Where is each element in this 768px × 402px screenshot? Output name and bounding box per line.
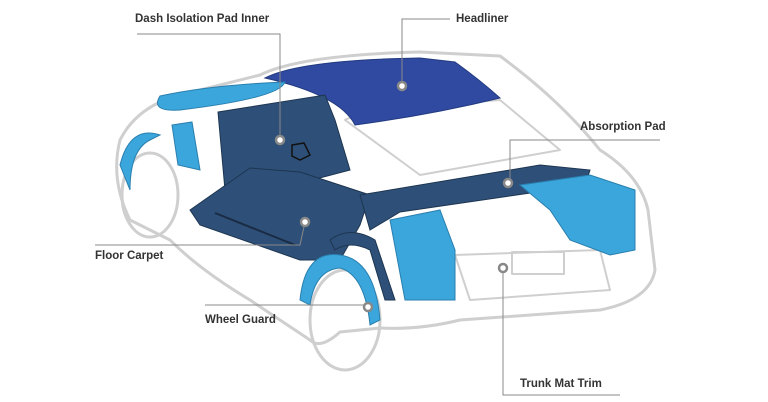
label-floor-carpet: Floor Carpet xyxy=(95,250,164,262)
label-trunk-mat-trim: Trunk Mat Trim xyxy=(520,378,602,390)
headliner-leader xyxy=(401,18,450,86)
rear-wheel-arch-part xyxy=(329,232,396,301)
headliner-marker xyxy=(396,80,408,92)
wheel-marker xyxy=(362,301,374,313)
trunk-side-pad-part xyxy=(518,174,636,256)
dash-marker xyxy=(274,134,286,146)
floor-marker xyxy=(299,216,311,228)
absorption-marker xyxy=(502,177,514,189)
marker-dots xyxy=(274,80,514,313)
absorption-leader xyxy=(509,139,660,183)
label-dash-isolation-pad-inner: Dash Isolation Pad Inner xyxy=(135,13,270,25)
dash-leader xyxy=(137,33,281,140)
side-pad-part xyxy=(171,121,201,171)
floor-leader xyxy=(95,221,306,246)
rear-wheel-guard-part xyxy=(299,254,381,326)
leader-lines xyxy=(95,18,660,396)
trunk-marker xyxy=(497,262,509,274)
trunk-side-pad-left-part xyxy=(389,209,456,301)
windshield-pad-part xyxy=(157,81,286,111)
label-headliner: Headliner xyxy=(456,13,509,25)
label-absorption-pad: Absorption Pad xyxy=(580,121,666,133)
trunk-leader xyxy=(502,270,620,396)
front-wheel-guard-part xyxy=(119,132,162,191)
headliner-part xyxy=(263,57,502,126)
floor-carpet-part xyxy=(189,167,371,261)
label-wheel-guard: Wheel Guard xyxy=(205,314,276,326)
